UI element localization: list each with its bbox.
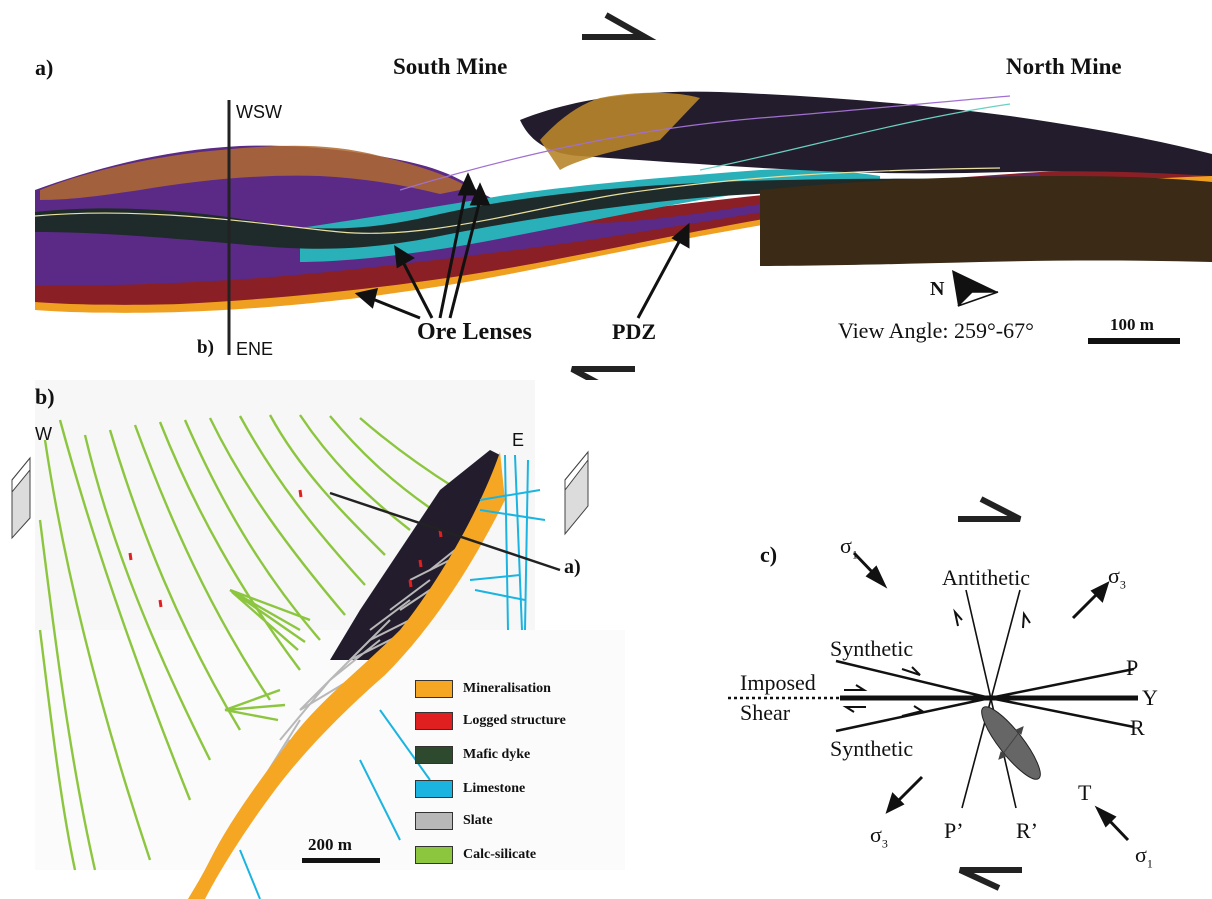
r-prime-label: R’ <box>1016 818 1038 844</box>
sigma-subscript: 1 <box>852 547 858 561</box>
shear-arrow-top-icon <box>582 15 645 37</box>
sigma-subscript: 3 <box>882 836 888 850</box>
sigma3-top-label: σ3 <box>1108 563 1126 592</box>
legend-swatch <box>415 780 453 798</box>
legend-item: Mineralisation <box>415 678 551 700</box>
legend-label: Logged structure <box>463 713 566 729</box>
legend-label: Slate <box>463 813 493 829</box>
legend-item: Logged structure <box>415 710 566 732</box>
scale-b-label: 200 m <box>308 835 352 855</box>
section-ref-label: a) <box>564 556 581 579</box>
p-plane <box>990 669 1134 698</box>
sigma1-bottom-label: σ1 <box>1135 842 1153 871</box>
sigma-symbol: σ <box>840 533 852 558</box>
north-mine-label: North Mine <box>1006 54 1122 80</box>
sigma1-arrow-top-icon <box>854 553 884 585</box>
legend-swatch <box>415 680 453 698</box>
sigma-symbol: σ <box>870 822 882 847</box>
scale-bar-a <box>1088 338 1180 344</box>
ore-lenses-label: Ore Lenses <box>417 319 532 346</box>
section-bottom-label: ENE <box>236 339 273 360</box>
legend-item: Slate <box>415 810 493 832</box>
legend-label: Limestone <box>463 781 525 797</box>
legend-swatch <box>415 712 453 730</box>
legend-swatch <box>415 812 453 830</box>
sigma3-arrow-top-icon <box>1073 584 1107 618</box>
r-label: R <box>1130 715 1145 741</box>
legend-label: Mafic dyke <box>463 747 530 763</box>
shear-label: Shear <box>740 700 790 726</box>
synthetic-lower-label: Synthetic <box>830 736 913 762</box>
synthetic-sense-icons <box>902 667 922 716</box>
legend-label: Calc-silicate <box>463 847 536 863</box>
sigma-subscript: 3 <box>1120 577 1126 591</box>
imposed-label: Imposed <box>740 670 816 696</box>
legend-item: Limestone <box>415 778 525 800</box>
synthetic-upper <box>836 661 990 698</box>
scale-a-label: 100 m <box>1110 315 1154 335</box>
p-label: P <box>1126 655 1138 681</box>
sigma-symbol: σ <box>1135 842 1147 867</box>
sigma3-bottom-label: σ3 <box>870 822 888 851</box>
legend-item: Mafic dyke <box>415 744 530 766</box>
synthetic-lower <box>836 698 990 731</box>
shear-arrow-c-bottom-icon <box>960 870 1022 888</box>
shear-arrow-c-top-icon <box>958 499 1020 519</box>
r-plane <box>990 698 1134 727</box>
antithetic-sense-icons <box>955 612 1030 628</box>
north-arrow-icon <box>952 270 998 306</box>
sigma1-top-label: σ1 <box>840 533 858 562</box>
view-angle-label: View Angle: 259°-67° <box>838 318 1034 344</box>
panel-c-diagram <box>640 380 1212 899</box>
antithetic-label: Antithetic <box>942 565 1030 591</box>
north-arrow-label: N <box>930 278 944 301</box>
legend-swatch <box>415 746 453 764</box>
west-label: W <box>35 424 52 445</box>
shear-arrow-bottom-icon <box>572 369 635 380</box>
sigma3-arrow-bottom-icon <box>888 777 922 811</box>
sigma1-arrow-bottom-icon <box>1098 809 1128 840</box>
panel-b-model <box>0 380 640 899</box>
legend-label: Mineralisation <box>463 681 551 697</box>
legend-swatch <box>415 846 453 864</box>
east-label: E <box>512 430 524 451</box>
pdz-label: PDZ <box>612 319 656 345</box>
section-top-label: WSW <box>236 102 282 123</box>
legend-item: Calc-silicate <box>415 844 536 866</box>
synthetic-upper-label: Synthetic <box>830 636 913 662</box>
panel-a-label: a) <box>35 55 53 81</box>
orientation-plane-east-icon <box>565 452 588 534</box>
section-bottom-ref: b) <box>197 337 214 359</box>
panel-c-label: c) <box>760 542 777 568</box>
sigma-symbol: σ <box>1108 563 1120 588</box>
y-label: Y <box>1142 685 1158 711</box>
p-prime-label: P’ <box>944 818 964 844</box>
orientation-plane-west-icon <box>12 458 30 538</box>
north-brown-body <box>760 176 1212 266</box>
sigma-subscript: 1 <box>1147 856 1153 870</box>
scale-bar-b <box>302 858 380 863</box>
south-mine-label: South Mine <box>393 54 507 80</box>
t-label: T <box>1078 780 1091 806</box>
panel-b-label: b) <box>35 384 55 410</box>
